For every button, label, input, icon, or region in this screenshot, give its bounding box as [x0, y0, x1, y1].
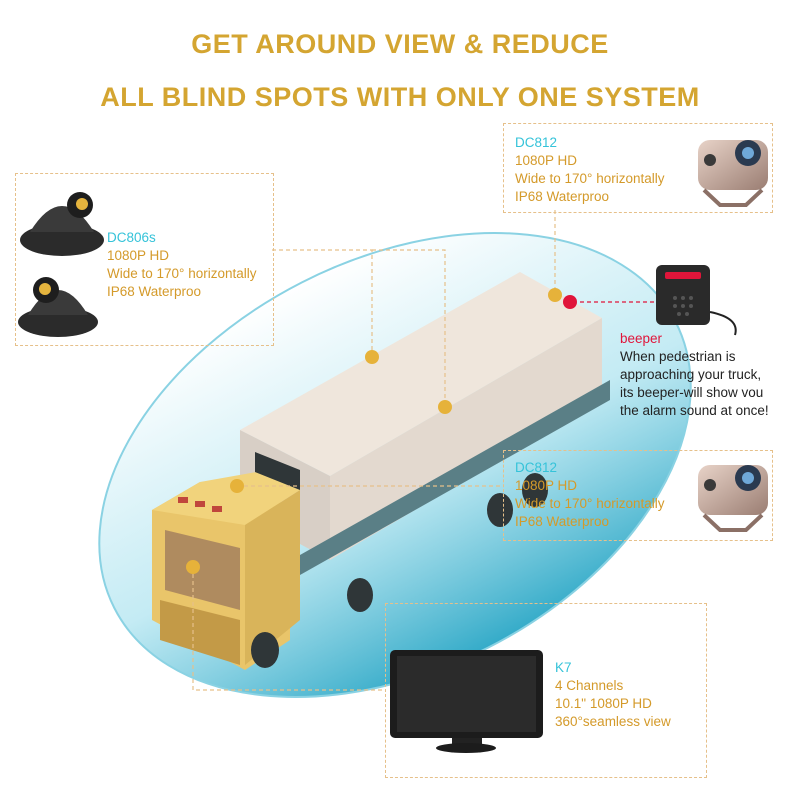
cab-wheels — [251, 632, 279, 668]
k7-spec-view: 360°seamless view — [555, 714, 671, 729]
dc812-top-spec-angle: Wide to 170° horizontally — [515, 171, 665, 186]
callout-lines — [192, 210, 655, 691]
headline-line-2: ALL BLIND SPOTS WITH ONLY ONE SYSTEM — [100, 82, 700, 112]
dc806s-spec-angle: Wide to 170° horizontally — [107, 266, 257, 281]
dc806s-model-label: DC806s — [107, 230, 156, 245]
k7-monitor-image — [390, 650, 543, 753]
beeper-marker — [563, 295, 577, 309]
dc812-mid-model-label: DC812 — [515, 460, 558, 475]
k7-model-label: K7 — [555, 660, 572, 675]
k7-spec-display: 10.1" 1080P HD — [555, 696, 652, 711]
dc812-top-spec-resolution: 1080P HD — [515, 153, 578, 168]
dc812-top-callout-box — [503, 123, 773, 213]
beeper-description: beeper When pedestrian is approaching yo… — [620, 330, 769, 420]
beeper-line-3: its beeper-will show vou — [620, 385, 764, 400]
dc812-mid-spec-waterproof: IP68 Waterproo — [515, 514, 610, 529]
dc806s-spec: DC806s 1080P HD Wide to 170° horizontall… — [107, 229, 256, 301]
k7-spec-channels: 4 Channels — [555, 678, 624, 693]
dc812-mid-spec-resolution: 1080P HD — [515, 478, 578, 493]
headline-line-1: GET AROUND VIEW & REDUCE — [191, 29, 609, 59]
truck-cab — [152, 452, 300, 670]
beeper-device-image — [656, 265, 737, 336]
beeper-label: beeper — [620, 331, 663, 346]
beeper-line-4: the alarm sound at once! — [620, 403, 769, 418]
dc812-top-spec-waterproof: IP68 Waterproo — [515, 189, 610, 204]
dc812-camera-image-top — [698, 140, 768, 207]
dc806s-camera-image-1 — [20, 192, 104, 256]
k7-spec: K7 4 Channels 10.1" 1080P HD 360°seamles… — [555, 659, 671, 731]
beeper-line-2: approaching your truck, — [620, 367, 762, 382]
dc812-top-model-label: DC812 — [515, 135, 558, 150]
dc812-mid-spec-angle: Wide to 170° horizontally — [515, 496, 665, 511]
dc806s-callout-box — [15, 173, 274, 346]
dc806s-spec-resolution: 1080P HD — [107, 248, 170, 263]
dc812-mid-callout-box — [503, 450, 773, 541]
dc806s-camera-image-2 — [18, 277, 98, 337]
dc806s-spec-waterproof: IP68 Waterproo — [107, 284, 202, 299]
dc812-mid-spec: DC812 1080P HD Wide to 170° horizontally… — [515, 459, 664, 531]
dc812-top-spec: DC812 1080P HD Wide to 170° horizontally… — [515, 134, 664, 206]
camera-markers — [186, 288, 562, 574]
beeper-line-1: When pedestrian is — [620, 349, 736, 364]
dc812-camera-image-mid — [698, 465, 768, 532]
k7-callout-box — [385, 603, 707, 778]
trailer-wheels — [347, 473, 548, 612]
